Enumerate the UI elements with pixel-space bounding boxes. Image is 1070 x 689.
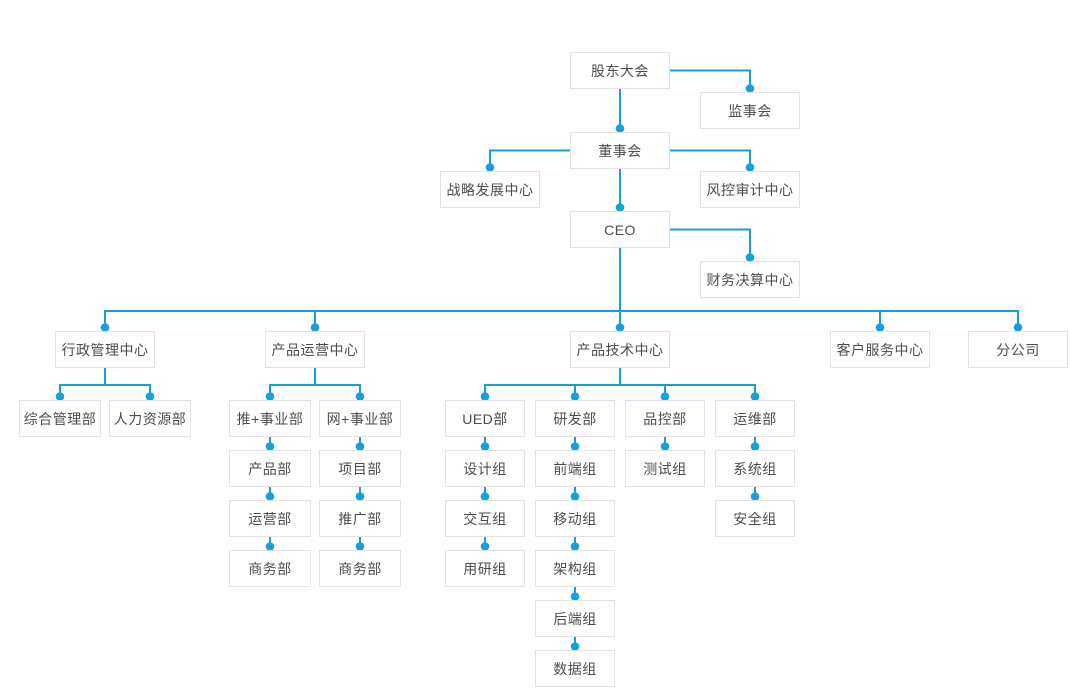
org-node-test-group[interactable]: 测试组 (625, 450, 705, 487)
connector-dot (100, 323, 110, 332)
connector-dot (615, 124, 625, 133)
org-node-business-dept-2[interactable]: 商务部 (319, 550, 401, 587)
connector-dot (875, 323, 885, 332)
org-node-tui-division[interactable]: 推+事业部 (229, 400, 311, 437)
org-node-supervisory[interactable]: 监事会 (700, 92, 800, 129)
connector-dot (660, 442, 670, 451)
org-node-design-group[interactable]: 设计组 (445, 450, 525, 487)
org-node-board[interactable]: 董事会 (570, 132, 670, 169)
connector-dot (750, 492, 760, 501)
connector-dot (570, 642, 580, 651)
org-node-project-dept[interactable]: 项目部 (319, 450, 401, 487)
org-node-backend-group[interactable]: 后端组 (535, 600, 615, 637)
connector-dot (145, 392, 155, 401)
connector-dot (480, 392, 490, 401)
connector-dot (355, 392, 365, 401)
org-node-qc-dept[interactable]: 品控部 (625, 400, 705, 437)
connector-dot (745, 163, 755, 172)
connector-dot (355, 442, 365, 451)
org-node-strategy-center[interactable]: 战略发展中心 (440, 171, 540, 208)
org-node-business-dept-1[interactable]: 商务部 (229, 550, 311, 587)
edge-board-risk-audit-center (670, 149, 751, 171)
org-node-ceo[interactable]: CEO (570, 211, 670, 248)
org-node-hr-dept[interactable]: 人力资源部 (109, 400, 191, 437)
org-node-product-ops-center[interactable]: 产品运营中心 (265, 331, 365, 368)
edge-ceo-branch-company (619, 248, 1019, 331)
connector-dot (265, 542, 275, 551)
org-node-branch-company[interactable]: 分公司 (968, 331, 1068, 368)
edge-board-strategy-center (489, 149, 570, 171)
edge-ceo-product-ops-center (314, 248, 621, 331)
org-node-operations-dept[interactable]: 运营部 (229, 500, 311, 537)
connector-dot (570, 592, 580, 601)
org-node-interaction-group[interactable]: 交互组 (445, 500, 525, 537)
org-node-mobile-group[interactable]: 移动组 (535, 500, 615, 537)
connector-dot (355, 542, 365, 551)
connector-dot (615, 323, 625, 332)
connector-dot (480, 442, 490, 451)
org-node-general-mgmt-dept[interactable]: 综合管理部 (19, 400, 101, 437)
connector-dot (745, 253, 755, 262)
edge-admin-center-hr-dept (104, 368, 151, 400)
org-node-data-group[interactable]: 数据组 (535, 650, 615, 687)
connector-dot (615, 203, 625, 212)
edge-product-tech-center-ops-maint-dept (619, 368, 756, 400)
org-node-product-tech-center[interactable]: 产品技术中心 (570, 331, 670, 368)
org-node-frontend-group[interactable]: 前端组 (535, 450, 615, 487)
org-node-wang-division[interactable]: 网+事业部 (319, 400, 401, 437)
org-node-user-research-group[interactable]: 用研组 (445, 550, 525, 587)
connector-dot (1013, 323, 1023, 332)
connector-dot (745, 84, 755, 93)
connector-dot (265, 442, 275, 451)
connector-dot (570, 392, 580, 401)
org-node-promotion-dept[interactable]: 推广部 (319, 500, 401, 537)
connector-dot (355, 492, 365, 501)
connector-dot (660, 392, 670, 401)
org-node-finance-center[interactable]: 财务决算中心 (700, 261, 800, 298)
org-node-rd-dept[interactable]: 研发部 (535, 400, 615, 437)
org-node-product-dept[interactable]: 产品部 (229, 450, 311, 487)
connector-dot (485, 163, 495, 172)
org-node-customer-service-center[interactable]: 客户服务中心 (830, 331, 930, 368)
connector-dot (55, 392, 65, 401)
edge-product-tech-center-rd-dept (574, 368, 621, 400)
org-node-security-group[interactable]: 安全组 (715, 500, 795, 537)
connector-dot (265, 492, 275, 501)
org-node-ops-maint-dept[interactable]: 运维部 (715, 400, 795, 437)
connector-dot (570, 442, 580, 451)
org-node-ued-dept[interactable]: UED部 (445, 400, 525, 437)
connector-dot (570, 542, 580, 551)
org-node-risk-audit-center[interactable]: 风控审计中心 (700, 171, 800, 208)
edge-shareholders-supervisory (670, 69, 751, 92)
connector-dot (750, 392, 760, 401)
edge-ceo-admin-center (104, 248, 621, 331)
connector-dot (265, 392, 275, 401)
edge-admin-center-general-mgmt-dept (59, 368, 106, 400)
org-node-shareholders[interactable]: 股东大会 (570, 52, 670, 89)
connector-dot (310, 323, 320, 332)
org-node-system-group[interactable]: 系统组 (715, 450, 795, 487)
org-node-architecture-group[interactable]: 架构组 (535, 550, 615, 587)
connector-dot (750, 442, 760, 451)
connector-dot (570, 492, 580, 501)
connector-dot (480, 542, 490, 551)
org-node-admin-center[interactable]: 行政管理中心 (55, 331, 155, 368)
edge-product-ops-center-tui-division (269, 368, 316, 400)
connector-dot (480, 492, 490, 501)
edge-ceo-finance-center (670, 228, 751, 261)
edge-product-ops-center-wang-division (314, 368, 361, 400)
